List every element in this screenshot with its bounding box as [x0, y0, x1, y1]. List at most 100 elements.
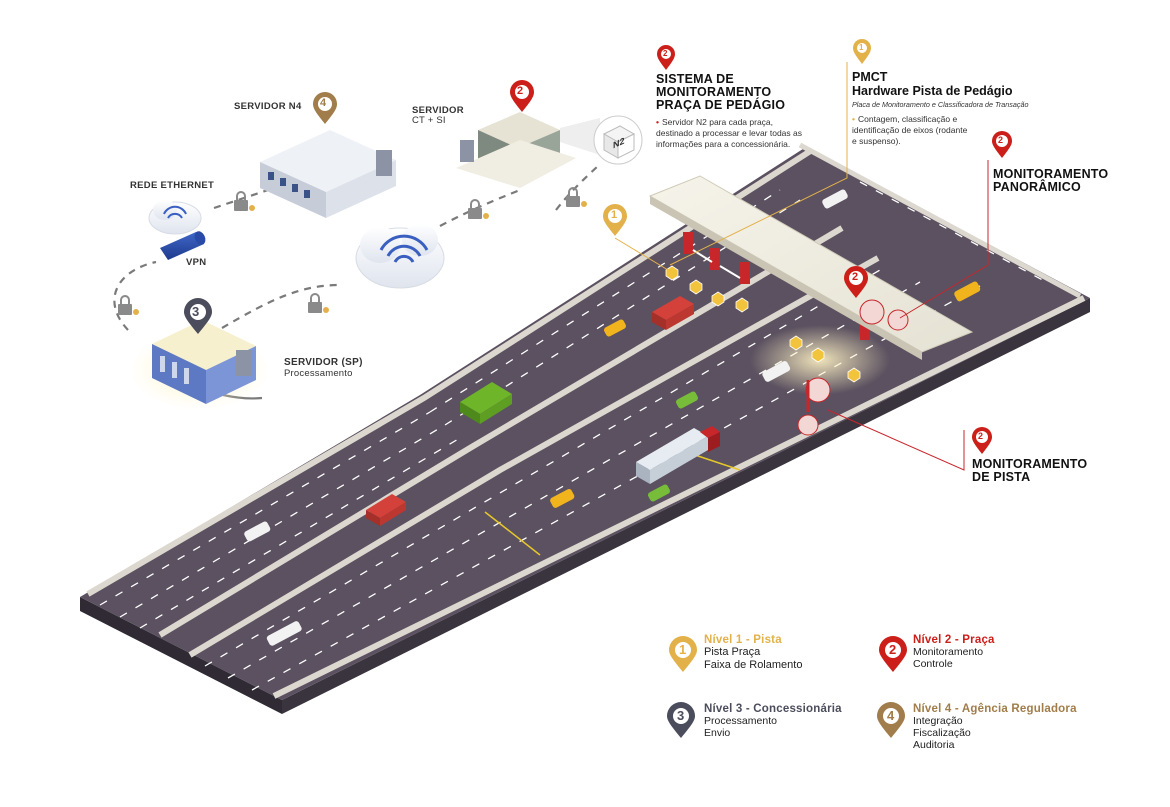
car-green-1 [675, 391, 699, 409]
label-servidor-sp-sub: Processamento [284, 368, 353, 379]
label-vpn: VPN [186, 257, 207, 268]
building-servidor-n4 [260, 130, 396, 218]
vpn-pipe [160, 231, 206, 260]
padlock-icon-3 [308, 293, 329, 313]
callout-pmct-body: Contagem, classificação e identificação … [852, 114, 968, 146]
legend-item-3-line-2: Envio [704, 727, 731, 739]
legend-item-4-title: Nível 4 - Agência Reguladora [913, 703, 1077, 715]
panoramic-leader [899, 160, 989, 319]
marker-n1-pmct [853, 39, 871, 64]
legend-marker-4-number: 4 [887, 708, 895, 723]
legend-item-2-title: Nível 2 - Praça [913, 634, 995, 646]
pmct-leader [669, 62, 848, 266]
callout-pista: MONITORAMENTO DE PISTA [972, 458, 1087, 484]
padlock-icon-2 [118, 295, 139, 315]
toll-booth-2 [710, 248, 720, 270]
label-servidor-sp: SERVIDOR (SP) [284, 357, 363, 368]
marker-n2-panoramic-scene-number: 2 [852, 271, 859, 283]
callout-sistema-body-wrap: •Servidor N2 para cada praça, destinado … [656, 117, 806, 150]
legend-marker-4 [877, 702, 905, 738]
marker-n4-servidor [313, 92, 337, 124]
legend-marker-3-number: 3 [677, 708, 685, 723]
legend-marker-1 [669, 636, 697, 672]
car-white-2 [244, 521, 271, 542]
map-markers [184, 39, 1012, 738]
toll-plaza [648, 175, 974, 395]
bullet-dot: • [656, 117, 659, 127]
legend-item-3: Nível 3 - Concessionária Processamento E… [704, 703, 842, 739]
ethernet-cloud [148, 200, 202, 235]
car-green-2 [647, 484, 671, 502]
legend-item-3-title: Nível 3 - Concessionária [704, 703, 842, 715]
guardrail-near [272, 295, 1086, 699]
n2-zoom-beam [560, 118, 600, 155]
track-camera-ring-1 [805, 377, 831, 403]
van-red-2 [366, 494, 406, 526]
callout-pista-title-2: DE PISTA [972, 470, 1031, 484]
car-taxi-3 [954, 281, 981, 302]
callout-sistema-body: Servidor N2 para cada praça, destinado a… [656, 117, 803, 149]
car-taxi-1 [603, 319, 627, 337]
truck-trailer [636, 426, 720, 484]
callout-pmct-subtitle: Hardware Pista de Pedágio [852, 84, 1013, 98]
callout-pmct-italic: Placa de Monitoramento e Classificadora … [852, 100, 1029, 109]
track-camera-ring-2 [797, 414, 819, 436]
padlock-icon-5 [566, 187, 587, 207]
callout-pmct: PMCT Hardware Pista de Pedágio Placa de … [852, 70, 1052, 147]
sensor-path-line [614, 237, 669, 271]
legend-marker-2-number: 2 [889, 642, 897, 657]
legend-item-2-line-2: Controle [913, 658, 953, 670]
marker-n2-pista [972, 427, 992, 454]
toll-booth-4 [860, 320, 870, 340]
callout-sistema-title-2: MONITORAMENTO [656, 85, 772, 99]
panoramic-camera-ring [859, 299, 885, 325]
marker-n4-servidor-number: 4 [320, 97, 327, 109]
marker-n3-servidor [184, 298, 212, 334]
car-white-3 [266, 621, 302, 646]
sensor-trail [665, 265, 861, 383]
connector-lines [560, 62, 989, 471]
marker-n1-pista-number: 1 [611, 209, 618, 221]
toll-booth-1 [683, 232, 693, 254]
marker-n2-sistema [657, 45, 675, 70]
central-cloud [355, 224, 445, 289]
callout-panoramico-title-1: MONITORAMENTO [993, 167, 1109, 181]
van-red [652, 296, 694, 330]
marker-n2-servidor [510, 80, 534, 112]
car-white-1 [762, 361, 791, 382]
callout-panoramico: MONITORAMENTO PANORÂMICO [993, 168, 1108, 194]
legend-item-1-line-2: Faixa de Rolamento [704, 659, 803, 671]
toll-barrier-2 [719, 265, 741, 279]
legend-marker-2 [879, 636, 907, 672]
panoramic-camera-ring-2 [887, 309, 909, 331]
track-leader [827, 409, 965, 471]
marker-n2-sistema-number: 2 [663, 49, 668, 58]
toll-booth-3 [740, 262, 750, 284]
label-servidor-n4: SERVIDOR N4 [234, 101, 302, 112]
car-white-4 [822, 189, 848, 209]
marker-n2-panoramico [992, 131, 1012, 158]
building-servidor-sp [130, 320, 270, 410]
callout-panoramico-title-2: PANORÂMICO [993, 180, 1081, 194]
marker-n2-panoramic-scene [844, 266, 868, 298]
legend-item-2: Nível 2 - Praça Monitoramento Controle [913, 634, 995, 670]
legend-item-1: Nível 1 - Pista Pista Praça Faixa de Rol… [704, 634, 802, 672]
callout-sistema: SISTEMA DE MONITORAMENTO PRAÇA DE PEDÁGI… [656, 73, 806, 150]
legend-marker-3 [667, 702, 695, 738]
legend-item-4: Nível 4 - Agência Reguladora Integração … [913, 703, 1077, 751]
label-servidor-ct-si: SERVIDOR [412, 105, 464, 116]
cameras [797, 299, 909, 436]
legend-item-4-line-2: Fiscalização [913, 727, 971, 739]
legend-item-1-title: Nível 1 - Pista [704, 634, 782, 646]
car-taxi-2 [550, 489, 575, 508]
plaza-canopy-edge [650, 196, 922, 360]
building-servidor-ct-si [456, 112, 576, 188]
vehicles [244, 189, 981, 646]
legend-item-4-line-1: Integração [913, 715, 963, 727]
guardrail-mid-2 [188, 255, 880, 658]
callout-sistema-title-3: PRAÇA DE PEDÁGIO [656, 98, 786, 112]
road-front-face [282, 298, 1090, 714]
marker-n2-panoramico-number: 2 [998, 135, 1004, 145]
